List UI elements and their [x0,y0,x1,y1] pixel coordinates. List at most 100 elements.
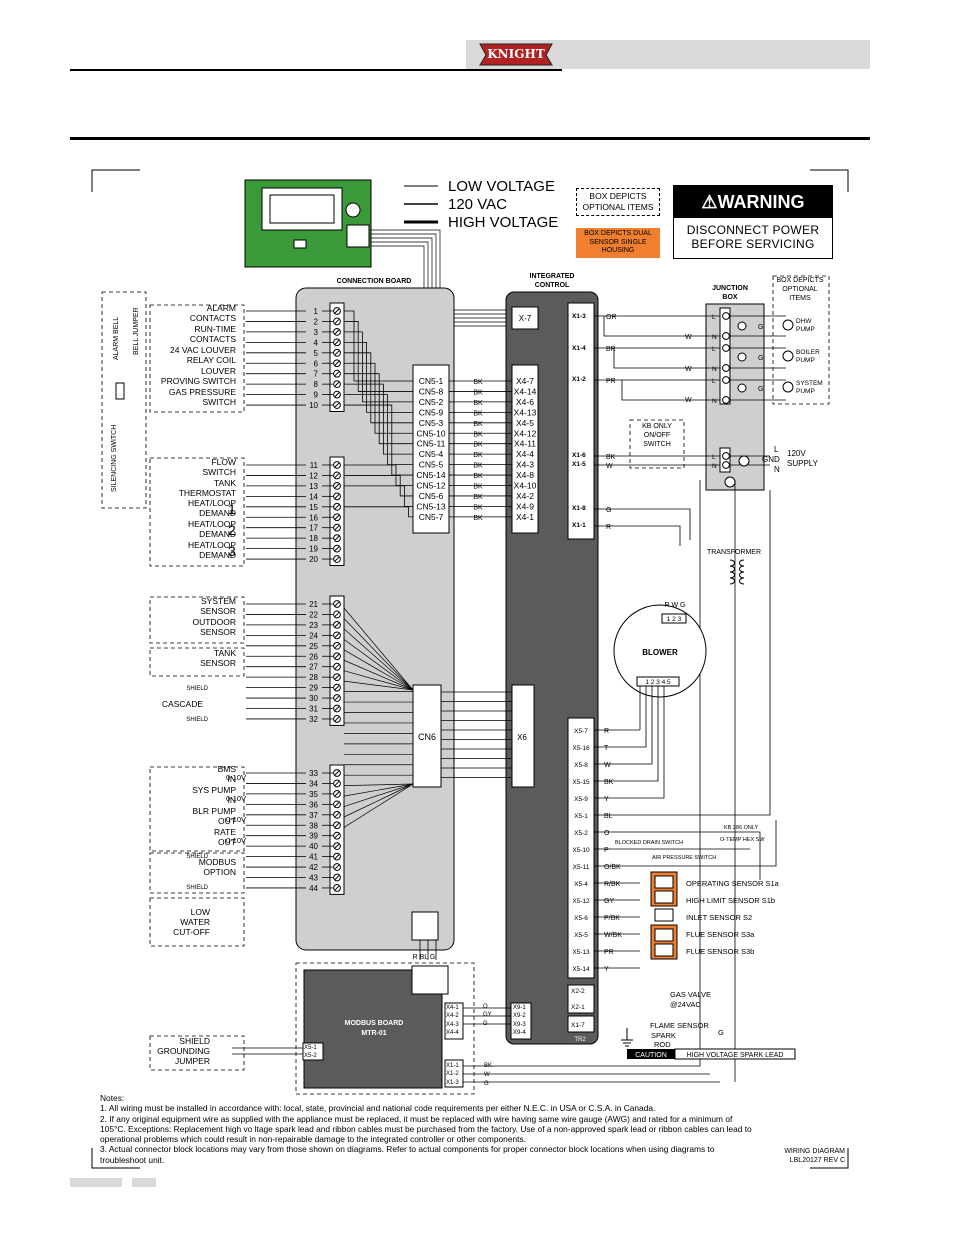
svg-text:BOX: BOX [722,294,738,301]
svg-text:BK: BK [473,463,483,470]
svg-text:OUT: OUT [218,837,236,847]
svg-text:CN6: CN6 [418,732,436,742]
svg-text:DEMAND: DEMAND [199,508,236,518]
svg-text:HEAT/LOOP: HEAT/LOOP [188,519,236,529]
x5-connector [567,717,595,979]
svg-text:BK: BK [473,473,483,480]
optional-items-box: BOX DEPICTS OPTIONAL ITEMS [576,188,660,216]
svg-text:X1-8: X1-8 [572,505,586,512]
x5-pin: X5-15 [572,779,590,786]
svg-text:2: 2 [228,522,236,538]
svg-text:0-10V: 0-10V [226,815,246,824]
svg-text:GY: GY [483,1012,492,1018]
legend-high-voltage: HIGH VOLTAGE [448,214,559,231]
svg-text:P/BK: P/BK [604,915,620,922]
terminal-number: 26 [309,652,318,661]
svg-text:DEMAND: DEMAND [199,529,236,539]
svg-text:X9-1: X9-1 [513,1005,526,1011]
terminal-number: 3 [314,328,319,337]
x4-pin: X4-3 [516,460,534,470]
dual-sensor-box: BOX DEPICTS DUAL SENSOR SINGLE HOUSING [576,228,660,258]
x5-pin: X5-11 [573,864,590,871]
svg-text:BK: BK [473,452,483,459]
svg-text:X4-2: X4-2 [446,1013,459,1019]
svg-text:SHIELD: SHIELD [186,717,208,723]
svg-text:TRANSFORMER: TRANSFORMER [707,549,761,556]
svg-text:O/BK: O/BK [604,864,621,871]
svg-text:24 VAC LOUVER: 24 VAC LOUVER [170,345,236,355]
x4-pin: X4-7 [516,376,534,386]
cn5-pin: CN5-12 [416,481,446,491]
svg-text:PUMP: PUMP [796,326,815,333]
svg-text:WATER: WATER [180,917,210,927]
terminal-number: 44 [309,884,318,893]
junction-box [705,303,765,491]
x5-pin: X5-16 [572,745,590,752]
x5-pin: X5-14 [572,966,590,973]
terminal-number: 28 [309,673,318,682]
terminal-number: 35 [309,790,318,799]
x5-pin: X5-7 [574,728,588,735]
svg-text:ALARM BELL: ALARM BELL [113,317,120,360]
svg-text:PUMP: PUMP [796,388,815,395]
svg-text:CAUTION: CAUTION [635,1052,667,1059]
terminal-number: 30 [309,694,318,703]
terminal-number: 1 [314,307,319,316]
svg-text:FLUE SENSOR S3b: FLUE SENSOR S3b [686,947,754,956]
x5-pin: X5-13 [572,949,590,956]
svg-text:INTEGRATED: INTEGRATED [530,273,575,280]
svg-text:SPARK: SPARK [651,1031,676,1040]
svg-text:TR2: TR2 [574,1037,586,1043]
svg-text:BK: BK [473,515,483,522]
svg-text:0-10V: 0-10V [226,794,246,803]
terminal-number: 2 [314,317,319,326]
svg-text:TANK: TANK [214,478,236,488]
terminal-number: 34 [309,779,318,788]
svg-text:R W G: R W G [665,602,686,609]
svg-text:O-TEMP HEX SW: O-TEMP HEX SW [720,837,765,843]
svg-text:FLAME SENSOR: FLAME SENSOR [650,1021,709,1030]
svg-text:1: 1 [228,501,236,517]
x5-pin: X5-12 [572,898,590,905]
cn5-pin: CN5-3 [419,418,444,428]
svg-text:CASCADE: CASCADE [162,699,203,709]
terminal-number: 18 [309,534,318,543]
x4-pin: X4-13 [514,407,537,417]
x1-connector [567,302,595,540]
svg-text:GAS PRESSURE: GAS PRESSURE [169,387,236,397]
svg-text:X1-2: X1-2 [446,1071,459,1077]
cn5-connector [412,364,450,534]
svg-text:N: N [774,465,780,474]
svg-text:OUTDOOR: OUTDOOR [193,617,236,627]
svg-text:G: G [758,355,763,362]
cn5-pin: CN5-1 [419,376,444,386]
footer-tab-right [132,1178,156,1187]
cn5-pin: CN5-9 [419,407,444,417]
svg-text:INLET SENSOR S2: INLET SENSOR S2 [686,913,752,922]
svg-text:W: W [685,397,692,404]
svg-text:R: R [606,524,611,531]
terminal-number: 7 [314,370,319,379]
svg-text:W: W [606,463,613,470]
svg-text:BK: BK [473,484,483,491]
terminal-number: 6 [314,359,319,368]
cn5-pin: CN5-4 [419,449,444,459]
svg-text:DEMAND: DEMAND [199,550,236,560]
svg-text:N: N [712,334,717,341]
terminal-number: 11 [310,461,319,470]
svg-text:PR: PR [606,378,616,385]
warning-title: ⚠WARNING [674,186,832,218]
terminal-number: 20 [309,555,318,564]
svg-text:TANK: TANK [214,648,236,658]
svg-text:RUN-TIME: RUN-TIME [194,324,236,334]
svg-text:BK: BK [473,389,483,396]
cn5-pin: CN5-7 [419,512,444,522]
svg-text:SHIELD: SHIELD [179,1036,210,1046]
x4-pin: X4-9 [516,501,534,511]
x4-pin: X4-4 [516,449,534,459]
terminal-number: 5 [314,349,319,358]
svg-text:N: N [712,366,717,373]
svg-text:SYS PUMP: SYS PUMP [192,785,236,795]
terminal-number: 14 [309,492,318,501]
terminal-number: 24 [309,631,318,640]
